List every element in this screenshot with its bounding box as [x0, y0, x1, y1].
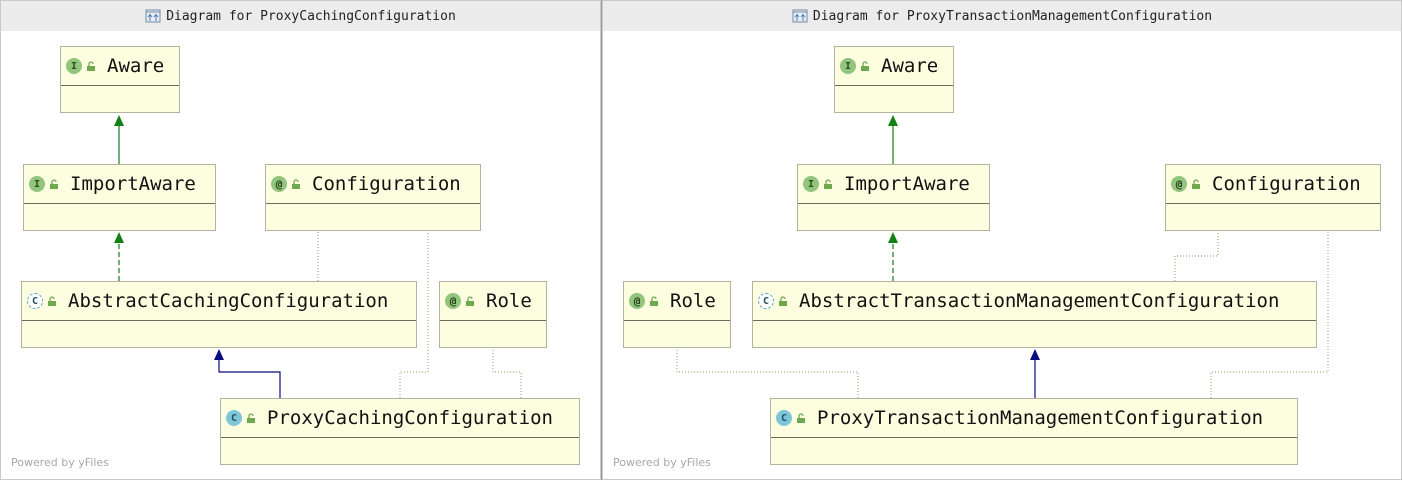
node-abstract-caching-configuration[interactable]: C AbstractCachingConfiguration: [21, 281, 417, 348]
arrowhead-abstract: [1030, 349, 1040, 360]
node-label: Configuration: [312, 173, 461, 195]
unlocked-icon: [797, 413, 805, 423]
edge-proxy-to-configuration[interactable]: [399, 231, 429, 398]
diagram-icon: [792, 9, 808, 23]
panel-title-bar: Diagram for ProxyTransactionManagementCo…: [603, 1, 1401, 31]
edge-layer: [114, 115, 522, 398]
annotation-badge-icon: @: [1171, 176, 1187, 192]
node-header: I Aware: [61, 47, 179, 86]
class-badge-icon: C: [776, 410, 792, 426]
node-header: C AbstractTransactionManagementConfigura…: [753, 282, 1316, 321]
diagram-panel-left: Diagram for ProxyCachingConfiguration I …: [0, 0, 601, 480]
node-header: C AbstractCachingConfiguration: [22, 282, 416, 321]
interface-badge-icon: I: [803, 176, 819, 192]
annotation-badge-icon: @: [271, 176, 287, 192]
yfiles-watermark: Powered by yFiles: [613, 456, 711, 469]
node-import-aware[interactable]: I ImportAware: [23, 164, 216, 231]
node-header: @ Role: [440, 282, 546, 321]
diagram-canvas[interactable]: I Aware I ImportAware @ Configuration @: [603, 31, 1401, 479]
node-abstract-transaction-management-configuration[interactable]: C AbstractTransactionManagementConfigura…: [752, 281, 1317, 348]
unlocked-icon: [48, 296, 56, 306]
class-badge-icon: C: [226, 410, 242, 426]
yfiles-watermark: Powered by yFiles: [11, 456, 109, 469]
unlocked-icon: [824, 179, 832, 189]
node-configuration[interactable]: @ Configuration: [1165, 164, 1381, 231]
panel-divider[interactable]: [601, 0, 602, 480]
arrowhead-abstract: [214, 349, 224, 360]
unlocked-icon: [247, 413, 255, 423]
node-label: ProxyTransactionManagementConfiguration: [817, 407, 1264, 429]
node-header: C ProxyTransactionManagementConfiguratio…: [771, 399, 1297, 438]
node-label: Configuration: [1212, 173, 1361, 195]
annotation-badge-icon: @: [445, 293, 461, 309]
panel-title-bar: Diagram for ProxyCachingConfiguration: [1, 1, 600, 31]
node-label: ProxyCachingConfiguration: [267, 407, 553, 429]
node-label: Role: [670, 290, 716, 312]
unlocked-icon: [1192, 179, 1200, 189]
arrowhead-aware: [888, 115, 898, 126]
unlocked-icon: [650, 296, 658, 306]
edge-layer: [676, 115, 1329, 398]
node-label: ImportAware: [844, 173, 970, 195]
node-header: @ Role: [624, 282, 730, 321]
edge-proxy-to-role[interactable]: [492, 348, 522, 398]
node-header: I ImportAware: [798, 165, 989, 204]
annotation-badge-icon: @: [629, 293, 645, 309]
node-label: Aware: [881, 55, 939, 77]
edge-abstract-to-configuration[interactable]: [1174, 231, 1219, 281]
node-header: I ImportAware: [24, 165, 215, 204]
node-role[interactable]: @ Role: [439, 281, 547, 348]
arrowhead-aware: [114, 115, 124, 126]
edge-proxy-to-configuration[interactable]: [1210, 231, 1329, 398]
node-header: @ Configuration: [266, 165, 480, 204]
node-import-aware[interactable]: I ImportAware: [797, 164, 990, 231]
node-label: Role: [486, 290, 532, 312]
node-aware[interactable]: I Aware: [60, 46, 180, 113]
unlocked-icon: [861, 61, 869, 71]
node-label: Aware: [107, 55, 165, 77]
abstract-class-badge-icon: C: [758, 293, 774, 309]
node-proxy-caching-configuration[interactable]: C ProxyCachingConfiguration: [220, 398, 580, 465]
node-label: AbstractTransactionManagementConfigurati…: [799, 290, 1280, 312]
node-header: C ProxyCachingConfiguration: [221, 399, 579, 438]
abstract-class-badge-icon: C: [27, 293, 43, 309]
edge-proxy-to-abstract[interactable]: [218, 351, 281, 398]
diagram-panel-right: Diagram for ProxyTransactionManagementCo…: [602, 0, 1402, 480]
unlocked-icon: [50, 179, 58, 189]
interface-badge-icon: I: [840, 58, 856, 74]
panel-title: Diagram for ProxyCachingConfiguration: [166, 8, 456, 24]
node-label: ImportAware: [70, 173, 196, 195]
diagram-canvas[interactable]: I Aware I ImportAware @ Configuration C: [1, 31, 600, 479]
edge-proxy-to-role[interactable]: [676, 348, 859, 398]
diagram-icon: [145, 9, 161, 23]
unlocked-icon: [779, 296, 787, 306]
interface-badge-icon: I: [66, 58, 82, 74]
interface-badge-icon: I: [29, 176, 45, 192]
node-role[interactable]: @ Role: [623, 281, 731, 348]
node-aware[interactable]: I Aware: [834, 46, 954, 113]
unlocked-icon: [292, 179, 300, 189]
node-header: @ Configuration: [1166, 165, 1380, 204]
node-header: I Aware: [835, 47, 953, 86]
unlocked-icon: [466, 296, 474, 306]
arrowhead-importaware: [114, 232, 124, 243]
arrowhead-importaware: [888, 232, 898, 243]
node-configuration[interactable]: @ Configuration: [265, 164, 481, 231]
node-proxy-transaction-management-configuration[interactable]: C ProxyTransactionManagementConfiguratio…: [770, 398, 1298, 465]
panel-title: Diagram for ProxyTransactionManagementCo…: [812, 8, 1213, 24]
unlocked-icon: [87, 61, 95, 71]
node-label: AbstractCachingConfiguration: [68, 290, 389, 312]
